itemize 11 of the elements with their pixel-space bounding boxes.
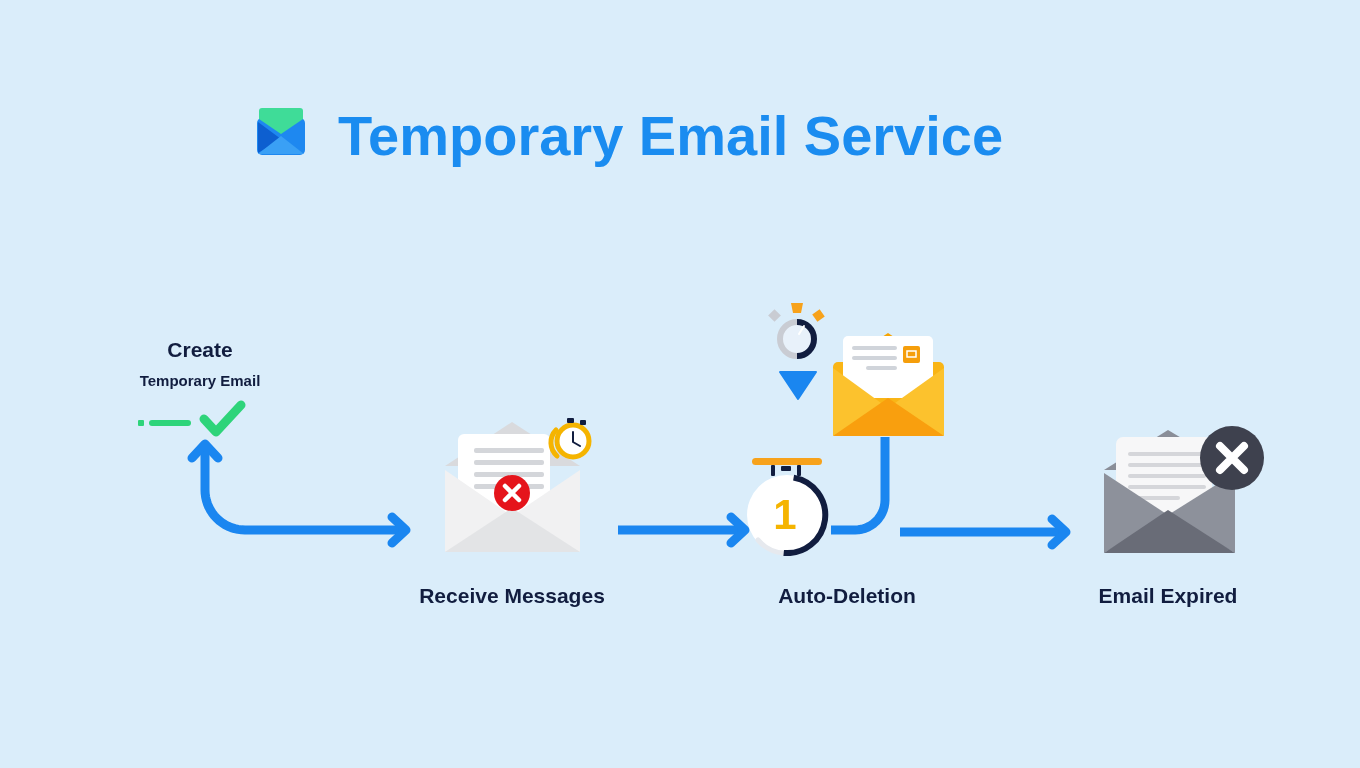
title: Temporary Email Service [338,103,1004,169]
step-number: 1 [773,490,797,540]
arrow [900,514,1071,550]
arrow [187,439,411,548]
step-title: Create [167,337,233,363]
step-label: Receive Messages [419,583,605,609]
step-subtitle: Temporary Email [139,371,261,390]
step-label: Auto-Deletion [778,583,916,609]
step-label: Email Expired [1098,583,1238,609]
connector-line [831,437,890,535]
arrow [618,512,750,548]
